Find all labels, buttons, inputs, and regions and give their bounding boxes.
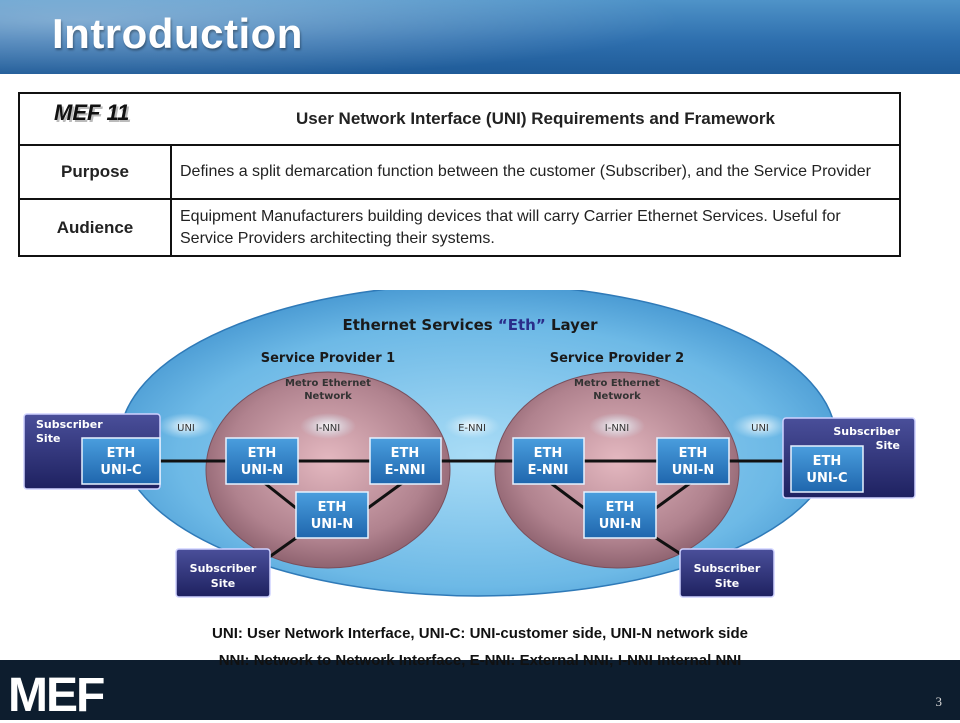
metro-2-label-line1: Metro Ethernet [574,378,660,389]
node-type-label: UNI-C [806,471,847,486]
metro-network-1 [205,371,451,569]
subscriber-site-left-line1: Subscriber [36,418,103,431]
subscriber-site-br-line2: Site [715,577,739,590]
inni-left-glow [300,413,356,439]
link-sp2-unin-top-to-bottom [655,479,694,510]
spec-row-label: Audience [20,200,172,255]
subscriber-site-bottom-left: Subscriber Site [175,548,271,598]
link-sp1-unin-top-to-bottom [261,479,297,510]
node-uni-c-left: ETH UNI-C [81,437,161,485]
metro-1-label-line1: Metro Ethernet [285,378,371,389]
node-uni-c-right: ETH UNI-C [790,445,864,493]
node-eth-label: ETH [606,500,635,515]
subscriber-site-left-line2: Site [36,432,60,445]
subscriber-site-br-line1: Subscriber [694,562,761,575]
spec-row-label: Purpose [20,146,172,198]
network-diagram: Ethernet Services “Eth” Layer Service Pr… [23,290,916,598]
node-uni-n-sp2-bottom: ETH UNI-N [583,491,657,539]
subscriber-site-bottom-right: Subscriber Site [679,548,775,598]
node-type-label: UNI-N [311,517,354,532]
caption-uni-definitions: UNI: User Network Interface, UNI-C: UNI-… [212,625,748,642]
enni-label: E-NNI [458,423,486,434]
spec-header-title: User Network Interface (UNI) Requirement… [296,109,775,128]
inni-right-label: I-NNI [605,423,629,434]
uni-left-glow [158,413,214,439]
metro-2-label-line2: Network [593,391,641,402]
service-provider-2-label: Service Provider 2 [550,351,684,366]
subscriber-site-bl-line2: Site [211,577,235,590]
caption-nni-definitions: NNI: Network to Network Interface, E-NNI… [218,652,742,669]
spec-row-text: Equipment Manufacturers building devices… [180,207,841,247]
spec-row-purpose: Purpose Defines a split demarcation func… [20,146,899,200]
subscriber-site-bl-line1: Subscriber [190,562,257,575]
service-provider-1-label: Service Provider 1 [261,351,395,366]
node-eth-label: ETH [534,446,563,461]
title-bar: Introduction [0,0,960,74]
subscriber-site-right-line1: Subscriber [833,425,900,438]
spec-row-text: Defines a split demarcation function bet… [180,163,872,180]
node-type-label: UNI-C [100,463,141,478]
node-uni-n-sp1-bottom: ETH UNI-N [295,491,369,539]
page-number: 3 [935,694,943,709]
node-uni-n-sp1-top: ETH UNI-N [225,437,299,485]
slide-title: Introduction [52,10,303,57]
node-type-label: E-NNI [385,463,426,478]
node-eth-label: ETH [813,454,842,469]
title-bar-glow [0,0,960,74]
node-type-label: UNI-N [599,517,642,532]
inni-left-label: I-NNI [316,423,340,434]
node-e-nni-sp2: ETH E-NNI [512,437,585,485]
eth-layer-title: Ethernet Services “Eth” Layer [342,316,598,334]
metro-network-2 [494,371,740,569]
spec-row-audience: Audience Equipment Manufacturers buildin… [20,200,899,255]
node-type-label: UNI-N [672,463,715,478]
mef-logo: MEF [8,669,105,722]
node-eth-label: ETH [107,446,136,461]
uni-right-label: UNI [751,423,769,434]
link-sp1-enni-to-unin-bottom [367,479,406,510]
node-type-label: E-NNI [528,463,569,478]
node-eth-label: ETH [391,446,420,461]
uni-left-label: UNI [177,423,195,434]
footer-bar [0,660,960,720]
spec-table: MEF 11 User Network Interface (UNI) Requ… [18,92,901,257]
node-eth-label: ETH [248,446,277,461]
uni-right-glow [732,413,788,439]
node-uni-n-sp2-top: ETH UNI-N [656,437,730,485]
spec-id: MEF 11 [54,100,130,125]
spec-header-label-cell: MEF 11 [20,94,172,144]
subscriber-site-right-line2: Site [876,439,900,452]
enni-glow [444,413,500,439]
connection-lines [160,459,791,562]
node-eth-label: ETH [318,500,347,515]
node-eth-label: ETH [679,446,708,461]
spec-header-row: MEF 11 User Network Interface (UNI) Requ… [20,94,899,146]
link-sp2-enni-to-unin-bottom [547,479,585,510]
metro-1-label-line2: Network [304,391,352,402]
node-e-nni-sp1: ETH E-NNI [369,437,442,485]
inni-right-glow [589,413,645,439]
node-type-label: UNI-N [241,463,284,478]
